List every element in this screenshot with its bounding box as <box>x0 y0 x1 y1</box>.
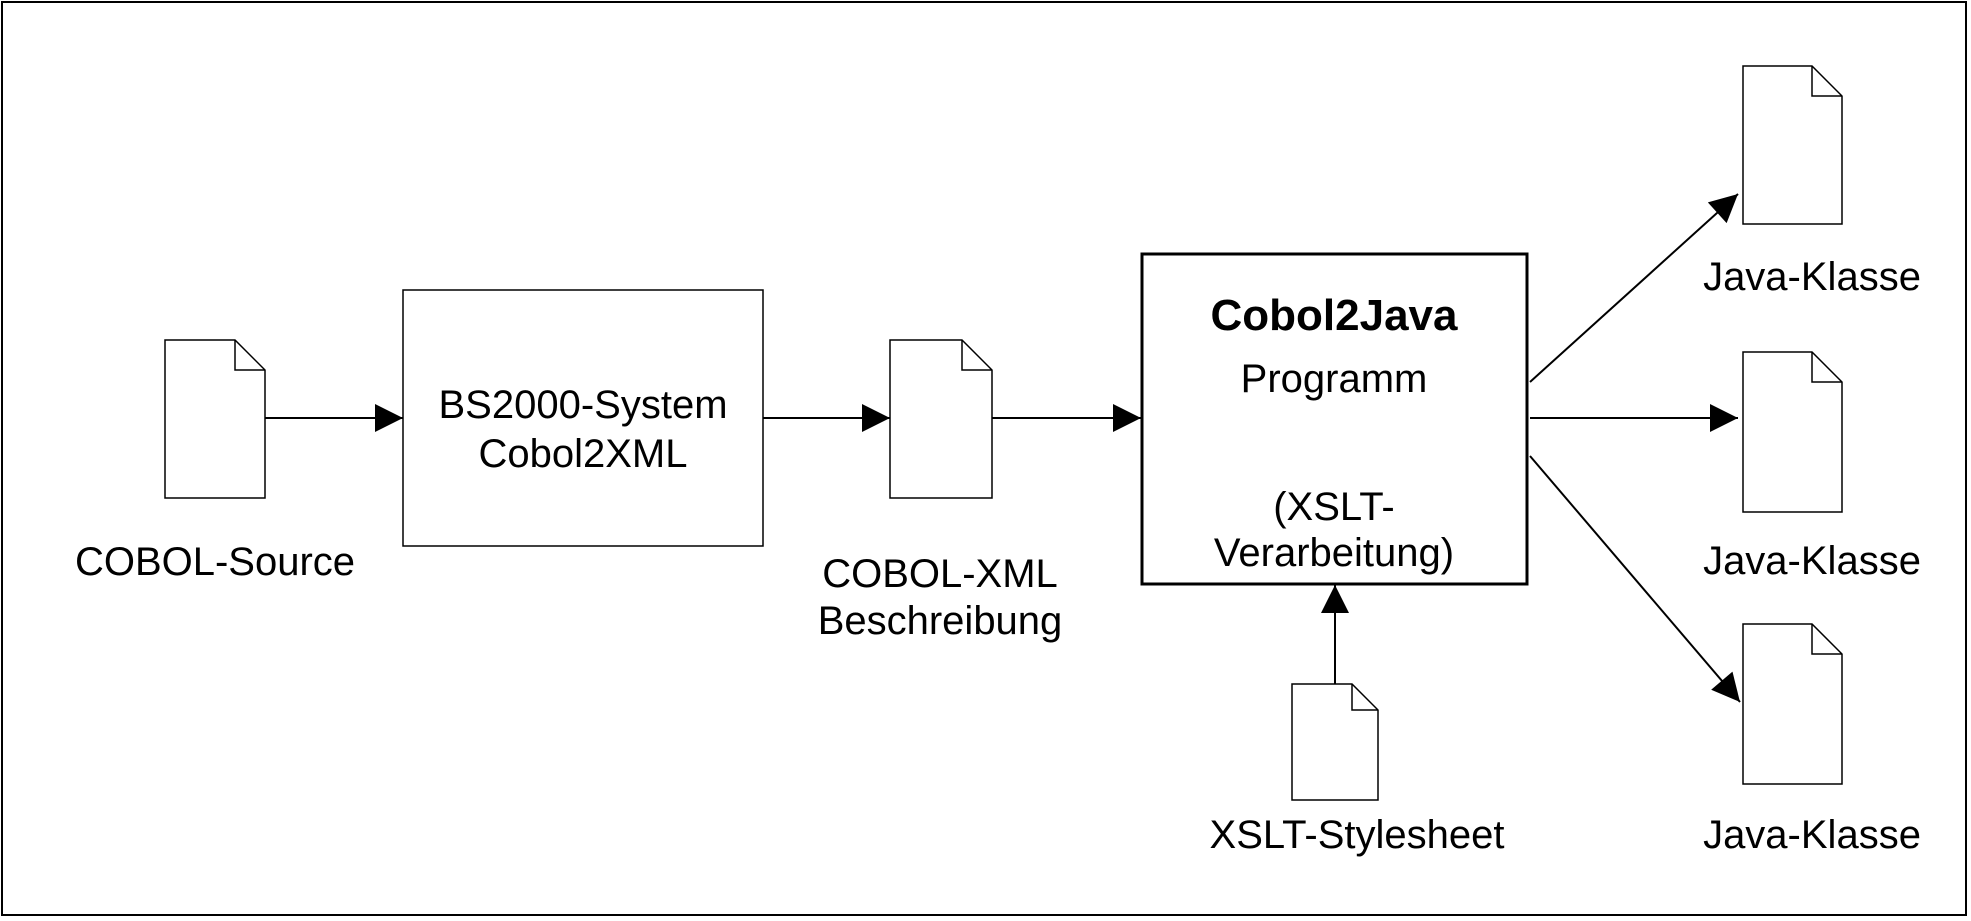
cobol-xml-document-icon <box>889 339 993 499</box>
arrow-cobol2java-to-java-class-3 <box>1529 455 1741 703</box>
cobol-source-document-icon <box>164 339 266 499</box>
java-class-label: Java-Klasse <box>1703 539 1921 583</box>
xslt-stylesheet-label: XSLT-Stylesheet <box>1210 813 1505 857</box>
cobol-xml-label-line2: Beschreibung <box>818 599 1063 643</box>
java-class-document-icon <box>1742 623 1843 785</box>
bs2000-box-title: BS2000-System <box>438 383 727 427</box>
cobol2java-note-line2: Verarbeitung) <box>1214 531 1454 575</box>
java-class-label: Java-Klasse <box>1703 813 1921 857</box>
bs2000-system-box <box>402 289 764 547</box>
cobol-xml-label-line1: COBOL-XML <box>822 552 1058 596</box>
java-class-document-icon <box>1742 351 1843 513</box>
cobol2java-note-line1: (XSLT- <box>1273 485 1395 529</box>
cobol-source-label: COBOL-Source <box>75 540 355 584</box>
cobol2java-subtitle: Programm <box>1241 357 1428 401</box>
java-class-label: Java-Klasse <box>1703 255 1921 299</box>
bs2000-box-subtitle: Cobol2XML <box>478 432 687 476</box>
arrow-cobol2java-to-java-class-1 <box>1529 193 1739 383</box>
cobol2java-title: Cobol2Java <box>1211 291 1459 340</box>
xslt-stylesheet-document-icon <box>1291 683 1379 801</box>
java-class-document-icon <box>1742 65 1843 225</box>
cobol2java-program-box <box>1140 252 1529 586</box>
